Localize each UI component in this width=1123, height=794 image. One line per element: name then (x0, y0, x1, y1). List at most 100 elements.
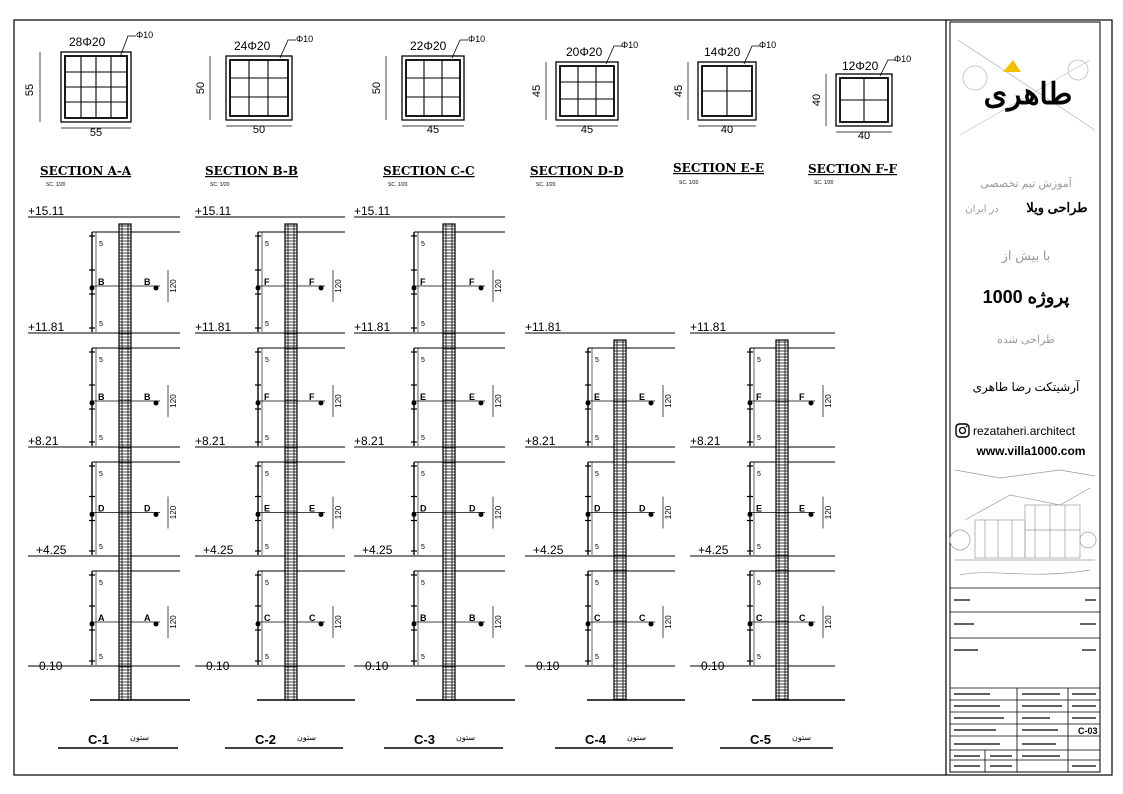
lap-dim-label: 120 (664, 394, 673, 408)
tie-hatch (119, 225, 131, 698)
section-cut-mark (255, 621, 261, 627)
tie-hatch (285, 225, 297, 698)
section-F-title: SECTION F-F (808, 162, 897, 176)
lap-dim-label: 120 (664, 615, 673, 629)
section-cut-label: E (264, 504, 270, 514)
end-zone-dim: 5 (421, 654, 425, 661)
section-cut-label: F (264, 392, 270, 402)
end-zone-dim: 5 (595, 544, 599, 551)
section-A-width: 55 (90, 127, 102, 139)
column-label-fa: ستون (627, 733, 646, 742)
section-D-title: SECTION D-D (530, 164, 624, 178)
section-C-height: 50 (371, 82, 383, 94)
section-D-tie: Φ10 (621, 40, 638, 50)
section-D-width: 45 (581, 124, 593, 136)
lap-dim-label: 120 (334, 394, 343, 408)
end-zone-dim: 5 (757, 544, 761, 551)
section-cut-label: F (309, 277, 315, 287)
section-cut-mark (411, 512, 417, 517)
section-cut-label: F (469, 277, 475, 287)
section-cut-label: C (264, 613, 271, 623)
section-cut-mark (255, 512, 261, 517)
website-link[interactable]: www.villa1000.com (976, 444, 1086, 458)
section-cut-label: F (264, 277, 270, 287)
section-cut-mark (585, 400, 591, 406)
end-zone-dim: 5 (757, 580, 761, 587)
section-cut-mark (411, 621, 417, 627)
end-zone-dim: 5 (757, 654, 761, 661)
level-label: +15.11 (354, 204, 390, 218)
level-label: +11.81 (28, 320, 64, 334)
section-F-tie: Φ10 (894, 54, 911, 64)
level-label: +8.21 (690, 434, 721, 448)
logo: طاهری (957, 39, 1096, 136)
section-cut-label: E (639, 392, 645, 402)
villa-sketch (949, 469, 1097, 576)
lap-dim-label: 120 (824, 615, 833, 629)
end-zone-dim: 5 (421, 435, 425, 442)
section-cut-mark (89, 400, 95, 406)
section-cut-mark (808, 512, 814, 517)
section-cut-mark (478, 400, 484, 406)
section-cut-mark (747, 400, 753, 406)
section-cut-mark (648, 400, 654, 406)
sheet-border (13, 19, 1113, 776)
section-cut-mark (478, 512, 484, 517)
level-label: +11.81 (525, 320, 561, 334)
end-zone-dim: 5 (265, 654, 269, 661)
section-cut-label: C (594, 613, 601, 623)
lap-dim-label: 120 (169, 279, 178, 293)
section-cut-mark (89, 621, 95, 627)
level-label: +15.11 (28, 204, 64, 218)
section-D-scale: SC. 1/20 (536, 182, 556, 188)
level-label: +8.21 (354, 434, 385, 448)
section-E-tie: Φ10 (759, 40, 776, 50)
section-C-title: SECTION C-C (383, 164, 475, 178)
section-cut-mark (318, 400, 324, 406)
end-zone-dim: 5 (99, 471, 103, 478)
section-cut-mark (585, 621, 591, 627)
lap-dim-label: 120 (824, 505, 833, 519)
end-zone-dim: 5 (595, 580, 599, 587)
title-table-scribbles (954, 599, 1096, 767)
level-label: +11.81 (195, 320, 231, 334)
column-label-fa: ستون (130, 733, 149, 742)
section-cut-label: F (756, 392, 762, 402)
column-name: C-2 (255, 732, 276, 747)
lap-dim-label: 120 (664, 505, 673, 519)
section-B-height: 50 (195, 82, 207, 94)
section-B-title: SECTION B-B (205, 164, 298, 178)
sidebar-line2b: در ایران (965, 204, 998, 215)
lap-dim-label: 120 (824, 394, 833, 408)
level-label: +8.21 (195, 434, 226, 448)
level-label: +4.25 (533, 543, 564, 557)
section-cut-label: D (144, 504, 151, 514)
section-cut-mark (648, 621, 654, 627)
section-F-scale: SC. 1/20 (814, 180, 834, 186)
instagram-handle[interactable]: rezataheri.architect (973, 424, 1076, 438)
section-cut-label: A (144, 613, 151, 623)
section-cut-label: C (799, 613, 806, 623)
sidebar-line6: آرشیتکت رضا طاهری (973, 379, 1080, 394)
section-cut-label: D (594, 504, 601, 514)
section-cut-mark (648, 512, 654, 517)
section-cut-mark (89, 512, 95, 517)
level-label: +11.81 (354, 320, 390, 334)
section-cut-label: E (756, 504, 762, 514)
logo-text: طاهری (984, 78, 1073, 112)
end-zone-dim: 5 (757, 471, 761, 478)
section-B-width: 50 (253, 124, 265, 136)
end-zone-dim: 5 (265, 357, 269, 364)
end-zone-dim: 5 (595, 435, 599, 442)
section-E-height: 45 (673, 85, 685, 97)
level-label: +4.25 (698, 543, 729, 557)
